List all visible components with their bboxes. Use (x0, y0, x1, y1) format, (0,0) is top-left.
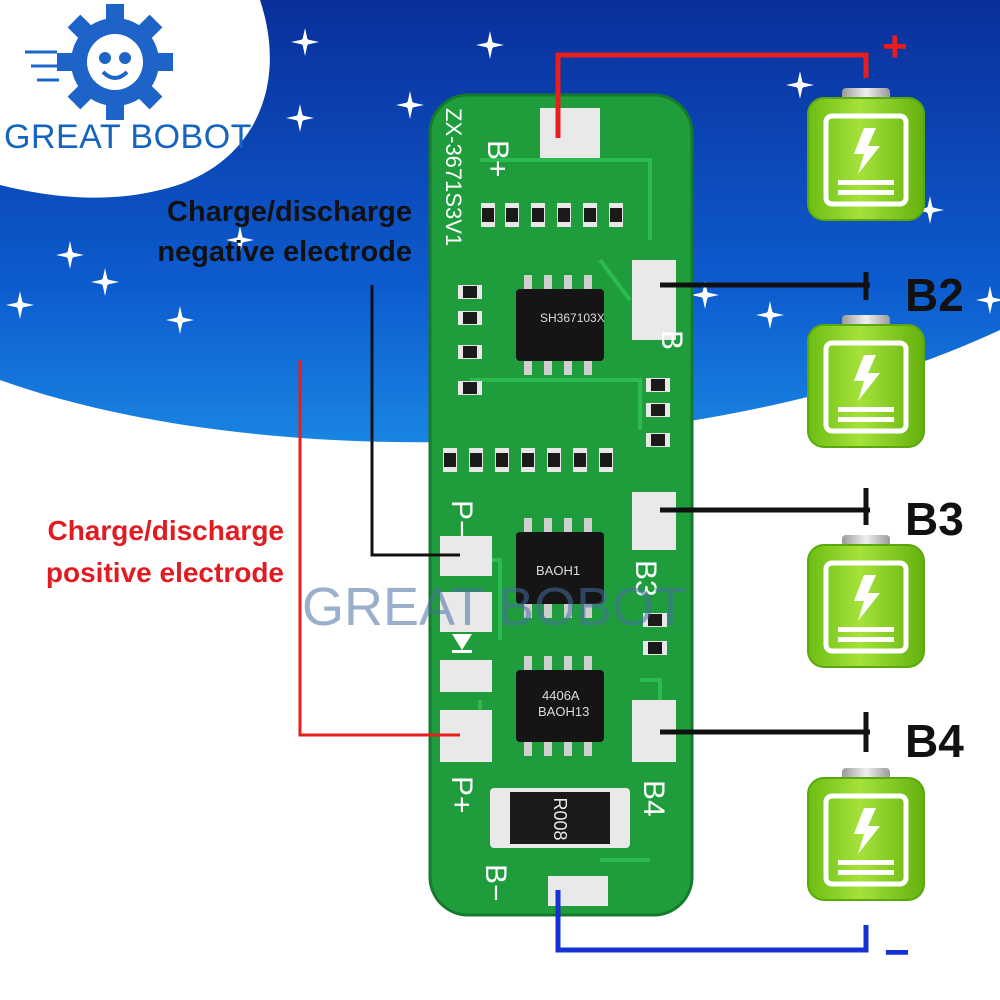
shunt-resistor (510, 792, 610, 844)
pad-label-pplus: P+ (445, 776, 478, 814)
pad-label-bminus: B− (479, 864, 512, 902)
wire-positive-top (555, 52, 869, 138)
positive-label-line2: positive electrode (45, 557, 284, 588)
negative-electrode-label: Charge/discharge negative electrode (150, 192, 412, 272)
board-model-label: ZX-3671S3V1 (441, 108, 466, 246)
wire-negative-bottom (555, 890, 869, 953)
pad-label-b: B (655, 330, 688, 350)
positive-label-line1: Charge/discharge (47, 515, 284, 546)
svg-text:BAOH13: BAOH13 (538, 704, 589, 719)
negative-label-line2: negative electrode (157, 236, 412, 268)
plus-sign: + (882, 22, 908, 71)
pad-label-bplus: B+ (481, 140, 514, 178)
cell-label-b2: B2 (905, 269, 964, 321)
svg-text:SH367103X: SH367103X (540, 311, 605, 325)
protection-ic (516, 275, 604, 375)
cell-label-b3: B3 (905, 493, 964, 545)
svg-text:R008: R008 (550, 797, 570, 840)
diode-icon (452, 634, 472, 653)
positive-electrode-label: Charge/discharge positive electrode (22, 510, 284, 594)
bms-pcb-board: R008 ZX-3671S3V1 B+ B B3 B4 P+ P− (428, 93, 694, 917)
pad-label-pminus: P− (445, 500, 478, 538)
svg-text:BAOH1: BAOH1 (536, 563, 580, 578)
cell-label-b4: B4 (905, 715, 964, 767)
pad-label-b3: B3 (629, 560, 662, 597)
brand-name: GREAT BOBOT (4, 118, 252, 156)
leader-positive (298, 360, 460, 737)
gear-icon (25, 4, 173, 120)
pad-label-b4: B4 (637, 780, 670, 817)
leader-negative (370, 285, 460, 557)
negative-label-line1: Charge/discharge (167, 196, 412, 228)
brand-watermark: GREAT BOBOT (302, 577, 688, 637)
minus-sign: − (884, 928, 910, 977)
svg-text:4406A: 4406A (542, 688, 580, 703)
